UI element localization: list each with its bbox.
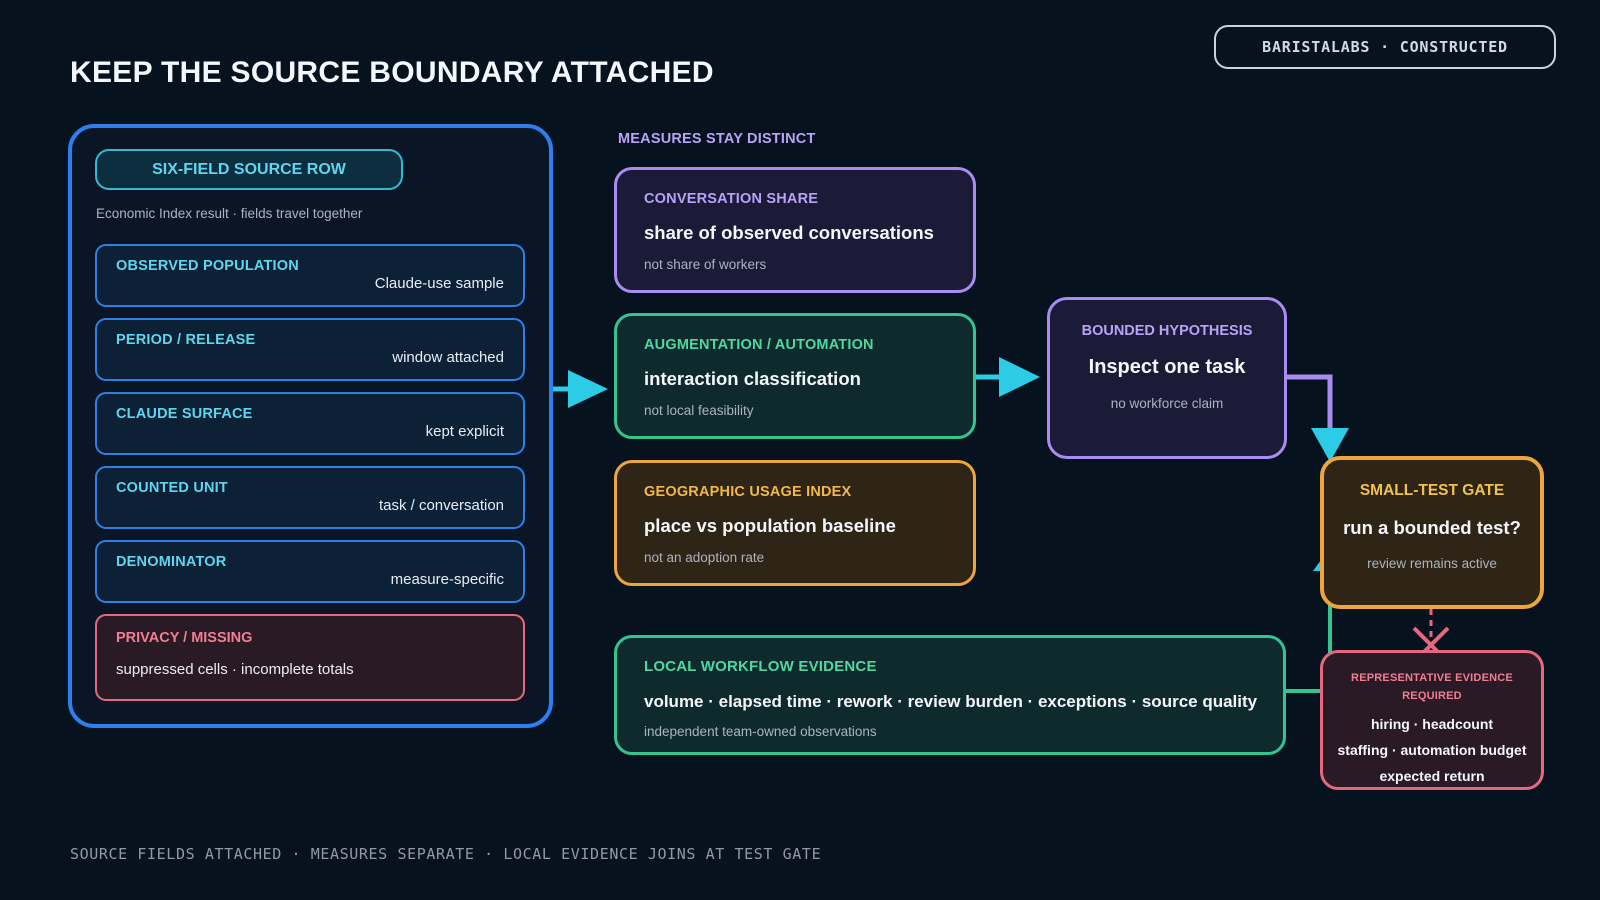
source-header: SIX-FIELD SOURCE ROW [95, 149, 403, 190]
field-label: PERIOD / RELEASE [116, 332, 256, 348]
field-value: Claude-use sample [374, 275, 504, 292]
measure-label: AUGMENTATION / AUTOMATION [644, 337, 874, 353]
representative-line: hiring · headcount [1370, 716, 1494, 732]
source-subtitle: Economic Index result · fields travel to… [96, 206, 363, 221]
gate-main: run a bounded test? [1343, 517, 1521, 538]
local-label: LOCAL WORKFLOW EVIDENCE [644, 658, 877, 675]
measures-section-label: MEASURES STAY DISTINCT [618, 131, 816, 147]
field-period-release: PERIOD / RELEASE window attached [95, 318, 525, 381]
field-observed-population: OBSERVED POPULATION Claude-use sample [95, 244, 525, 307]
measure-note: not local feasibility [644, 403, 754, 418]
measure-main: share of observed conversations [644, 222, 934, 243]
hypothesis-note: no workforce claim [1110, 396, 1224, 411]
arrow-source-to-measures [553, 370, 608, 408]
representative-line: expected return [1379, 768, 1485, 784]
measure-main: interaction classification [644, 368, 861, 389]
measure-note: not share of workers [644, 257, 767, 272]
field-label: PRIVACY / MISSING [116, 630, 253, 646]
small-test-gate-box: SMALL-TEST GATE run a bounded test? revi… [1320, 456, 1544, 609]
measure-note: not an adoption rate [644, 550, 765, 565]
bounded-hypothesis-box: BOUNDED HYPOTHESIS Inspect one task no w… [1047, 297, 1287, 459]
field-value: kept explicit [425, 423, 504, 440]
representative-line: staffing · automation budget [1337, 742, 1527, 758]
field-privacy-missing: PRIVACY / MISSING suppressed cells · inc… [95, 614, 525, 701]
representative-evidence-box: REPRESENTATIVE EVIDENCE REQUIRED hiring … [1320, 650, 1544, 790]
arrow-measures-to-hypothesis [976, 357, 1040, 397]
brand-badge: BARISTALABS · CONSTRUCTED [1214, 25, 1556, 69]
measure-augmentation-automation: AUGMENTATION / AUTOMATION interaction cl… [614, 313, 976, 439]
measure-label: CONVERSATION SHARE [644, 191, 819, 207]
measure-geographic-usage-index: GEOGRAPHIC USAGE INDEX place vs populati… [614, 460, 976, 586]
footer-caption: SOURCE FIELDS ATTACHED · MEASURES SEPARA… [70, 845, 822, 863]
field-label: CLAUDE SURFACE [116, 406, 253, 422]
field-value: suppressed cells · incomplete totals [116, 661, 354, 678]
arrow-hypothesis-to-gate [1287, 374, 1349, 462]
field-label: COUNTED UNIT [116, 480, 228, 496]
gate-note: review remains active [1367, 556, 1497, 571]
gate-label: SMALL-TEST GATE [1359, 482, 1505, 499]
measure-main: place vs population baseline [644, 515, 896, 536]
field-denominator: DENOMINATOR measure-specific [95, 540, 525, 603]
field-label: DENOMINATOR [116, 554, 227, 570]
page-title: KEEP THE SOURCE BOUNDARY ATTACHED [70, 56, 714, 89]
hypothesis-label: BOUNDED HYPOTHESIS [1081, 323, 1253, 339]
field-value: task / conversation [378, 497, 504, 514]
local-main: volume · elapsed time · rework · review … [644, 692, 1258, 711]
local-note: independent team-owned observations [644, 724, 877, 739]
measure-conversation-share: CONVERSATION SHARE share of observed con… [614, 167, 976, 293]
field-claude-surface: CLAUDE SURFACE kept explicit [95, 392, 525, 455]
hypothesis-main: Inspect one task [1088, 356, 1246, 378]
representative-label: REPRESENTATIVE EVIDENCE REQUIRED [1351, 672, 1513, 702]
field-label: OBSERVED POPULATION [116, 258, 299, 274]
local-workflow-evidence-box: LOCAL WORKFLOW EVIDENCE volume · elapsed… [614, 635, 1286, 755]
measure-label: GEOGRAPHIC USAGE INDEX [644, 484, 852, 500]
field-counted-unit: COUNTED UNIT task / conversation [95, 466, 525, 529]
field-value: window attached [392, 349, 504, 366]
field-value: measure-specific [390, 571, 504, 588]
